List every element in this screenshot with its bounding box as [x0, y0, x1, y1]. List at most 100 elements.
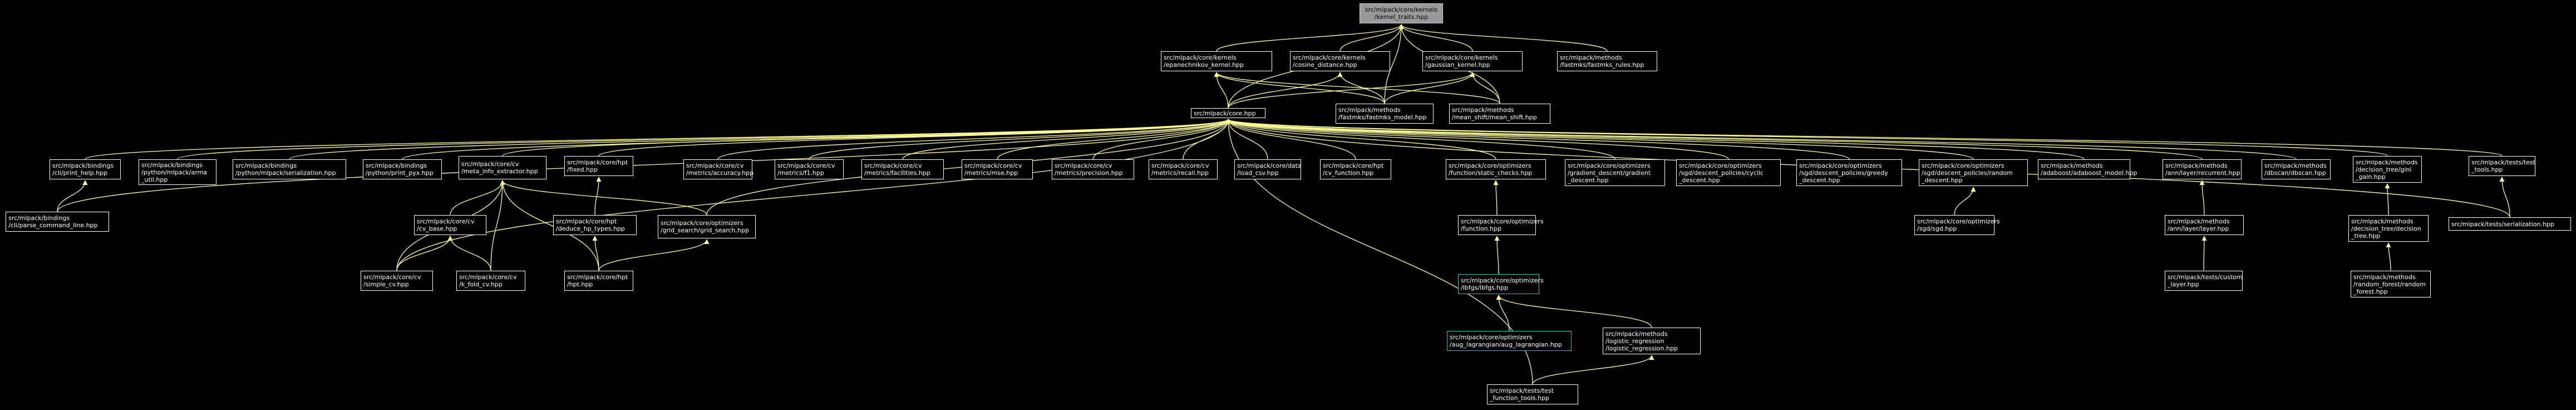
edge-layer [57, 24, 2510, 385]
node-label-line: /epanechnikov_kernel.hpp [1164, 61, 1244, 69]
node-metrics-accuracy[interactable]: src/mlpack/core/cv/metrics/accuracy.hpp [683, 159, 754, 179]
node-print-pyx[interactable]: src/mlpack/bindings/python/print_pyx.hpp [363, 159, 442, 179]
node-kernel-traits[interactable]: src/mlpack/core/kernels/kernel_traits.hp… [1360, 3, 1443, 23]
node-k-fold-cv[interactable]: src/mlpack/core/cv/k_fold_cv.hpp [456, 271, 525, 291]
node-mean-shift[interactable]: src/mlpack/methods/mean_shift/mean_shift… [1449, 104, 1550, 124]
edge-logreg-to-lbfgs [1496, 295, 1652, 328]
edge-gaussian-to-kernel_traits [1398, 24, 1473, 52]
node-label-line: /meta_info_extractor.hpp [461, 168, 538, 175]
node-label-line: src/mlpack/core/optimizers [1449, 162, 1531, 169]
node-label-line: src/mlpack/methods [2264, 162, 2327, 169]
node-arma-util[interactable]: src/mlpack/bindings/python/mlpack/arma_u… [139, 159, 216, 185]
edge-layer-to-recurrent [2199, 180, 2205, 216]
node-function[interactable]: src/mlpack/core/optimizers/function.hpp [1458, 215, 1544, 235]
node-label-line: src/mlpack/core/hpt [567, 159, 628, 166]
edge-cv_function-to-core [1225, 119, 1356, 160]
node-label-line: src/mlpack/core/cv [964, 162, 1022, 169]
node-label-line: /sgd/descent_policies/cyclic [1679, 169, 1764, 177]
node-metrics-recall[interactable]: src/mlpack/core/cv/metrics/recall.hpp [1149, 159, 1218, 179]
node-lbfgs[interactable]: src/mlpack/core/optimizers/lbfgs/lbfgs.h… [1458, 274, 1544, 294]
node-label-line: /decision_tree/gini [2356, 165, 2412, 173]
node-dbscan[interactable]: src/mlpack/methods/dbscan/dbscan.hpp [2262, 159, 2331, 179]
node-label-line: /mean_shift/mean_shift.hpp [1452, 114, 1537, 121]
node-metrics-precision[interactable]: src/mlpack/core/cv/metrics/precision.hpp [1052, 159, 1134, 179]
node-deduce-hp-types[interactable]: src/mlpack/core/hpt/deduce_hp_types.hpp [553, 215, 637, 235]
node-label-line: /cv_base.hpp [417, 225, 457, 232]
node-aug-lagrangian[interactable]: src/mlpack/core/optimizers/aug_lagrangia… [1447, 331, 1572, 351]
node-logistic-regression[interactable]: src/mlpack/methods/logistic_regression/l… [1603, 328, 1701, 354]
node-label-line: src/mlpack/tests/custom [2168, 274, 2243, 281]
node-sgd[interactable]: src/mlpack/core/optimizers/sgd/sgd.hpp [1914, 215, 2000, 235]
node-label-line: /k_fold_cv.hpp [459, 281, 503, 288]
node-fastmks-rules[interactable]: src/mlpack/methods/fastmks/fastmks_rules… [1557, 51, 1657, 71]
node-greedy-descent[interactable]: src/mlpack/core/optimizers/sgd/descent_p… [1796, 159, 1902, 186]
node-label-line: src/mlpack/methods [2165, 162, 2228, 169]
node-fastmks-model[interactable]: src/mlpack/methods/fastmks/fastmks_model… [1336, 104, 1434, 124]
node-label-line: /hpt.hpp [567, 281, 593, 288]
node-decision-tree[interactable]: src/mlpack/methods/decision_tree/decisio… [2348, 215, 2429, 242]
edge-hpt-to-meta_info [500, 180, 599, 271]
node-grid-search[interactable]: src/mlpack/core/optimizers/grid_search/g… [658, 215, 756, 238]
node-epanechnikov-kernel[interactable]: src/mlpack/core/kernels/epanechnikov_ker… [1161, 51, 1272, 71]
node-label-line: /function/static_checks.hpp [1449, 169, 1533, 177]
node-metrics-mse[interactable]: src/mlpack/core/cv/metrics/mse.hpp [962, 159, 1033, 179]
node-label-line: src/mlpack/methods [2168, 218, 2230, 225]
node-random-forest[interactable]: src/mlpack/methods/random_forest/random_… [2351, 271, 2431, 297]
node-cv-base[interactable]: src/mlpack/core/cv/cv_base.hpp [414, 215, 486, 235]
node-label-line: _tree.hpp [2351, 232, 2381, 240]
node-load-csv[interactable]: src/mlpack/core/data/load_csv.hpp [1234, 159, 1302, 179]
node-label-line: _layer.hpp [2168, 281, 2199, 288]
node-label-line: _forest.hpp [2353, 287, 2388, 295]
node-label-line: /aug_lagrangian/aug_lagrangian.hpp [1450, 341, 1562, 348]
node-tests-serialization[interactable]: src/mlpack/tests/serialization.hpp [2449, 217, 2571, 231]
node-label-line: /cv_function.hpp [1323, 169, 1374, 177]
node-simple-cv[interactable]: src/mlpack/core/cv/simple_cv.hpp [361, 271, 433, 291]
node-meta-info-extractor[interactable]: src/mlpack/core/cv/meta_info_extractor.h… [459, 156, 546, 179]
node-label-line: /decision_tree/decision [2351, 224, 2421, 232]
node-metrics-f1[interactable]: src/mlpack/core/cv/metrics/f1.hpp [775, 159, 844, 179]
node-label-line: src/mlpack/methods [2353, 273, 2416, 281]
node-hpt-fixed[interactable]: src/mlpack/core/hpt/fixed.hpp [564, 156, 633, 176]
node-test-tools[interactable]: src/mlpack/tests/test_tools.hpp [2469, 156, 2535, 176]
edge-cosine-to-kernel_traits [1339, 24, 1404, 52]
node-print-help[interactable]: src/mlpack/bindings/cli/print_help.hpp [50, 159, 121, 179]
node-cyclic-descent[interactable]: src/mlpack/core/optimizers/sgd/descent_p… [1676, 159, 1781, 186]
node-gini-gain[interactable]: src/mlpack/methods/decision_tree/gini_ga… [2353, 156, 2422, 183]
node-label-line: src/mlpack/core/optimizers [1799, 162, 1882, 169]
node-metrics-facilities[interactable]: src/mlpack/core/cv/metrics/facilities.hp… [861, 159, 944, 179]
node-label-line: /metrics/accuracy.hpp [686, 169, 754, 177]
node-hpt[interactable]: src/mlpack/core/hpt/hpt.hpp [564, 271, 633, 291]
node-label-line: src/mlpack/core.hpp [1194, 109, 1256, 117]
edge-cv_base-to-meta_info [450, 180, 505, 216]
edge-kfold-to-cv_base [447, 236, 491, 271]
node-label-line: _util.hpp [141, 175, 168, 183]
node-label-line: src/mlpack/core/kernels [1293, 54, 1366, 61]
node-label-line: /logistic_regression.hpp [1605, 344, 1678, 352]
node-label-line: src/mlpack/core/cv [417, 218, 475, 225]
node-cv-function[interactable]: src/mlpack/core/hpt/cv_function.hpp [1320, 159, 1391, 179]
edge-function-to-static_checks [1493, 180, 1499, 216]
node-static-checks[interactable]: src/mlpack/core/optimizers/function/stat… [1446, 159, 1546, 179]
node-cosine-distance[interactable]: src/mlpack/core/kernels/cosine_distance.… [1290, 51, 1390, 71]
node-adaboost-model[interactable]: src/mlpack/methods/adaboost/adaboost_mod… [2038, 159, 2137, 179]
node-layer[interactable]: src/mlpack/methods/ann/layer/layer.hpp [2165, 215, 2244, 235]
edge-tests_ser-to-test_tools [2499, 177, 2510, 218]
node-core[interactable]: src/mlpack/core.hpp [1191, 108, 1265, 118]
node-gaussian-kernel[interactable]: src/mlpack/core/kernels/gaussian_kernel.… [1422, 51, 1523, 71]
node-label-line: /fixed.hpp [567, 166, 598, 173]
node-label-line: src/mlpack/core/cv [1151, 162, 1209, 169]
node-label-line: /cli/parse_command_line.hpp [8, 222, 98, 229]
node-recurrent[interactable]: src/mlpack/methods/ann/layer/recurrent.h… [2163, 159, 2242, 179]
node-gradient-descent[interactable]: src/mlpack/core/optimizers/gradient_desc… [1565, 159, 1665, 186]
edge-random_desc-to-core [1225, 119, 1974, 160]
node-python-serialization[interactable]: src/mlpack/bindings/python/mlpack/serial… [233, 159, 346, 179]
node-label-line: src/mlpack/bindings [366, 162, 427, 169]
node-random-descent[interactable]: src/mlpack/core/optimizers/sgd/descent_p… [1919, 159, 2028, 186]
edge-f1-to-core [809, 119, 1231, 160]
node-custom-layer[interactable]: src/mlpack/tests/custom_layer.hpp [2165, 271, 2243, 291]
node-test-function-tools[interactable]: src/mlpack/tests/test_function_tools.hpp [1487, 384, 1578, 404]
node-parse-command-line[interactable]: src/mlpack/bindings/cli/parse_command_li… [6, 212, 109, 232]
node-label-line: src/mlpack/core/kernels [1164, 54, 1237, 61]
node-label-line: src/mlpack/core/hpt [1323, 162, 1384, 169]
edge-mean_shift-to-epanechnikov [1214, 72, 1500, 104]
